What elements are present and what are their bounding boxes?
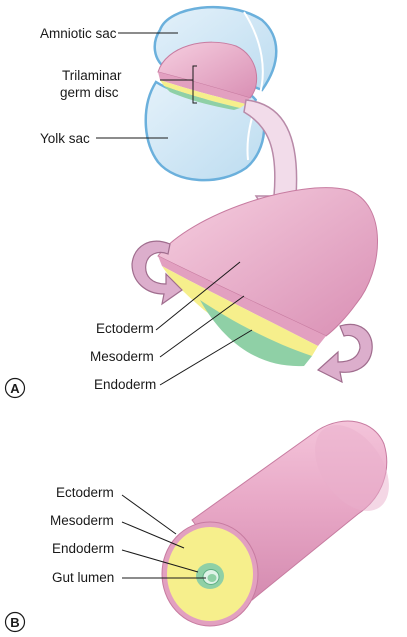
gut-tube (161, 420, 389, 627)
mesoderm-a-leader (159, 295, 245, 358)
mesoderm-b-label: Mesoderm (50, 513, 114, 528)
tube-cross-section-lumen (207, 574, 217, 582)
endoderm-a-label: Endoderm (94, 377, 156, 392)
enlarged-germ-disc (157, 187, 378, 367)
left-fold-arrow (131, 240, 183, 306)
tube-far-end (315, 425, 389, 511)
germ-disc-bracket (192, 65, 197, 104)
endoderm-b-leader (121, 549, 199, 573)
endoderm-b-label: Endoderm (52, 541, 114, 556)
enlarged-disc-mesoderm (162, 266, 318, 356)
early-embryo-group (144, 5, 278, 182)
panel-b-letter: B (10, 615, 19, 630)
germ-disc-endoderm (164, 86, 240, 110)
ectoderm-a-leader (155, 261, 241, 331)
sac-rim (243, 11, 264, 161)
amniotic-sac-label: Amniotic sac (40, 26, 117, 41)
panel-b-badge (4, 611, 26, 633)
ectoderm-b-leader (121, 494, 177, 535)
enlarged-disc-dome (157, 187, 378, 337)
endoderm-a-leader (159, 329, 253, 386)
germ-disc-mesoderm (160, 80, 246, 108)
trilaminar-label-line2: germ disc (60, 85, 119, 100)
ectoderm-a-label: Ectoderm (96, 321, 154, 336)
mesoderm-a-label: Mesoderm (90, 349, 154, 364)
gut-lumen-label: Gut lumen (52, 570, 114, 585)
panel-a-letter: A (10, 381, 20, 396)
mesoderm-b-leader (121, 521, 185, 549)
ectoderm-b-label: Ectoderm (56, 485, 114, 500)
enlarged-disc-endoderm (200, 300, 312, 367)
enlarged-disc-ectoderm (158, 256, 326, 346)
yolk-sac-label: Yolk sac (40, 131, 90, 146)
panel-a-badge (4, 377, 26, 399)
right-fold-arrow (316, 323, 373, 384)
trilaminar-label-line1: Trilaminar (62, 68, 122, 83)
